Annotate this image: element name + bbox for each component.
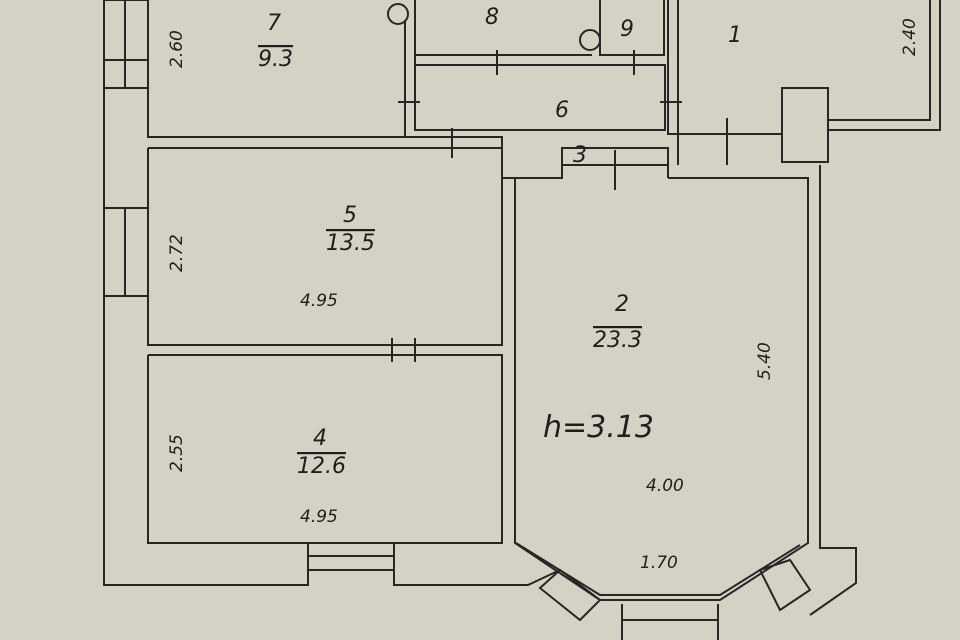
room-2-dim-height: 5.40 — [755, 342, 775, 380]
room-5-number: 5 — [343, 203, 357, 228]
room-5-dim-height: 2.72 — [167, 234, 187, 272]
room-6-number: 6 — [555, 98, 569, 123]
room-7-area: 9.3 — [258, 47, 293, 72]
room-4-dim-height: 2.55 — [167, 434, 187, 472]
walls — [103, 0, 941, 640]
room-2-dim-width: 4.00 — [646, 476, 684, 496]
room-4-number: 4 — [313, 426, 327, 451]
room-5-dim-width: 4.95 — [300, 291, 338, 311]
room-1-number: 1 — [728, 23, 742, 48]
room-2-dim-bay: 1.70 — [640, 553, 678, 573]
room-1-dim: 2.40 — [900, 18, 920, 56]
room-5-area: 13.5 — [326, 231, 375, 256]
ceiling-height: h=3.13 — [543, 410, 654, 445]
room-2-number: 2 — [615, 292, 629, 317]
labels: 7 9.3 2.60 8 9 1 2.40 6 3 5 13.5 2.72 4.… — [167, 5, 920, 573]
room-8-number: 8 — [485, 5, 499, 30]
room-2-area: 23.3 — [593, 328, 642, 353]
room-9-number: 9 — [620, 17, 634, 42]
room-4-dim-width: 4.95 — [300, 507, 338, 527]
room-7-number: 7 — [267, 11, 281, 36]
room-4-area: 12.6 — [297, 454, 346, 479]
room-7-dim: 2.60 — [167, 30, 187, 68]
room-3-number: 3 — [573, 143, 587, 168]
